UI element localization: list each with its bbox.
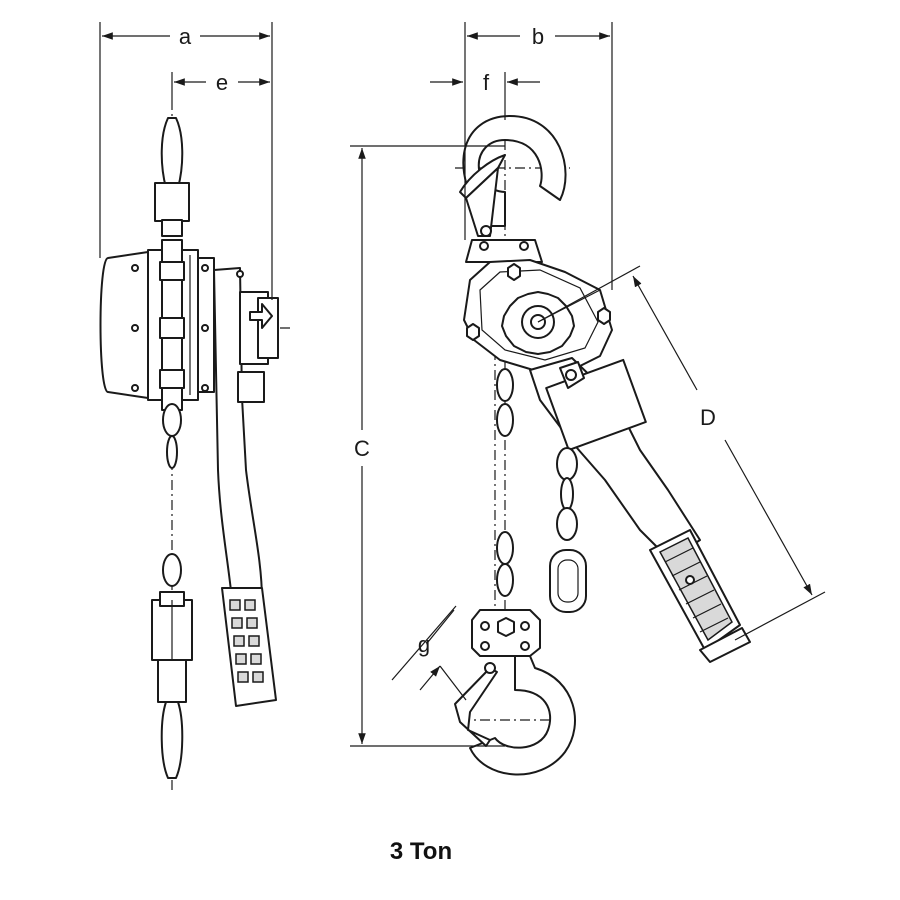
- dimension-a-label: a: [179, 24, 192, 49]
- front-load-chain: [496, 368, 514, 597]
- side-view: [99, 22, 290, 790]
- side-gear-housing: [99, 239, 215, 411]
- side-bottom-hook: [151, 591, 193, 779]
- dimension-c-label: C: [354, 436, 370, 461]
- front-lever: [529, 357, 751, 663]
- dimension-f-label: f: [483, 70, 490, 95]
- front-view: [350, 22, 826, 776]
- dimension-d-label: D: [700, 405, 716, 430]
- front-bottom-block: [471, 609, 541, 657]
- side-top-hook: [154, 117, 190, 237]
- dimension-e-label: e: [216, 70, 228, 95]
- dimension-g-label: g: [418, 632, 430, 657]
- capacity-caption: 3 Ton: [389, 838, 453, 865]
- dimension-b-label: b: [532, 24, 544, 49]
- front-top-hook: [459, 115, 567, 263]
- front-slack-chain: [549, 447, 587, 613]
- side-lever-handle: [213, 267, 279, 707]
- side-chain: [162, 403, 182, 587]
- front-bottom-hook: [454, 655, 576, 776]
